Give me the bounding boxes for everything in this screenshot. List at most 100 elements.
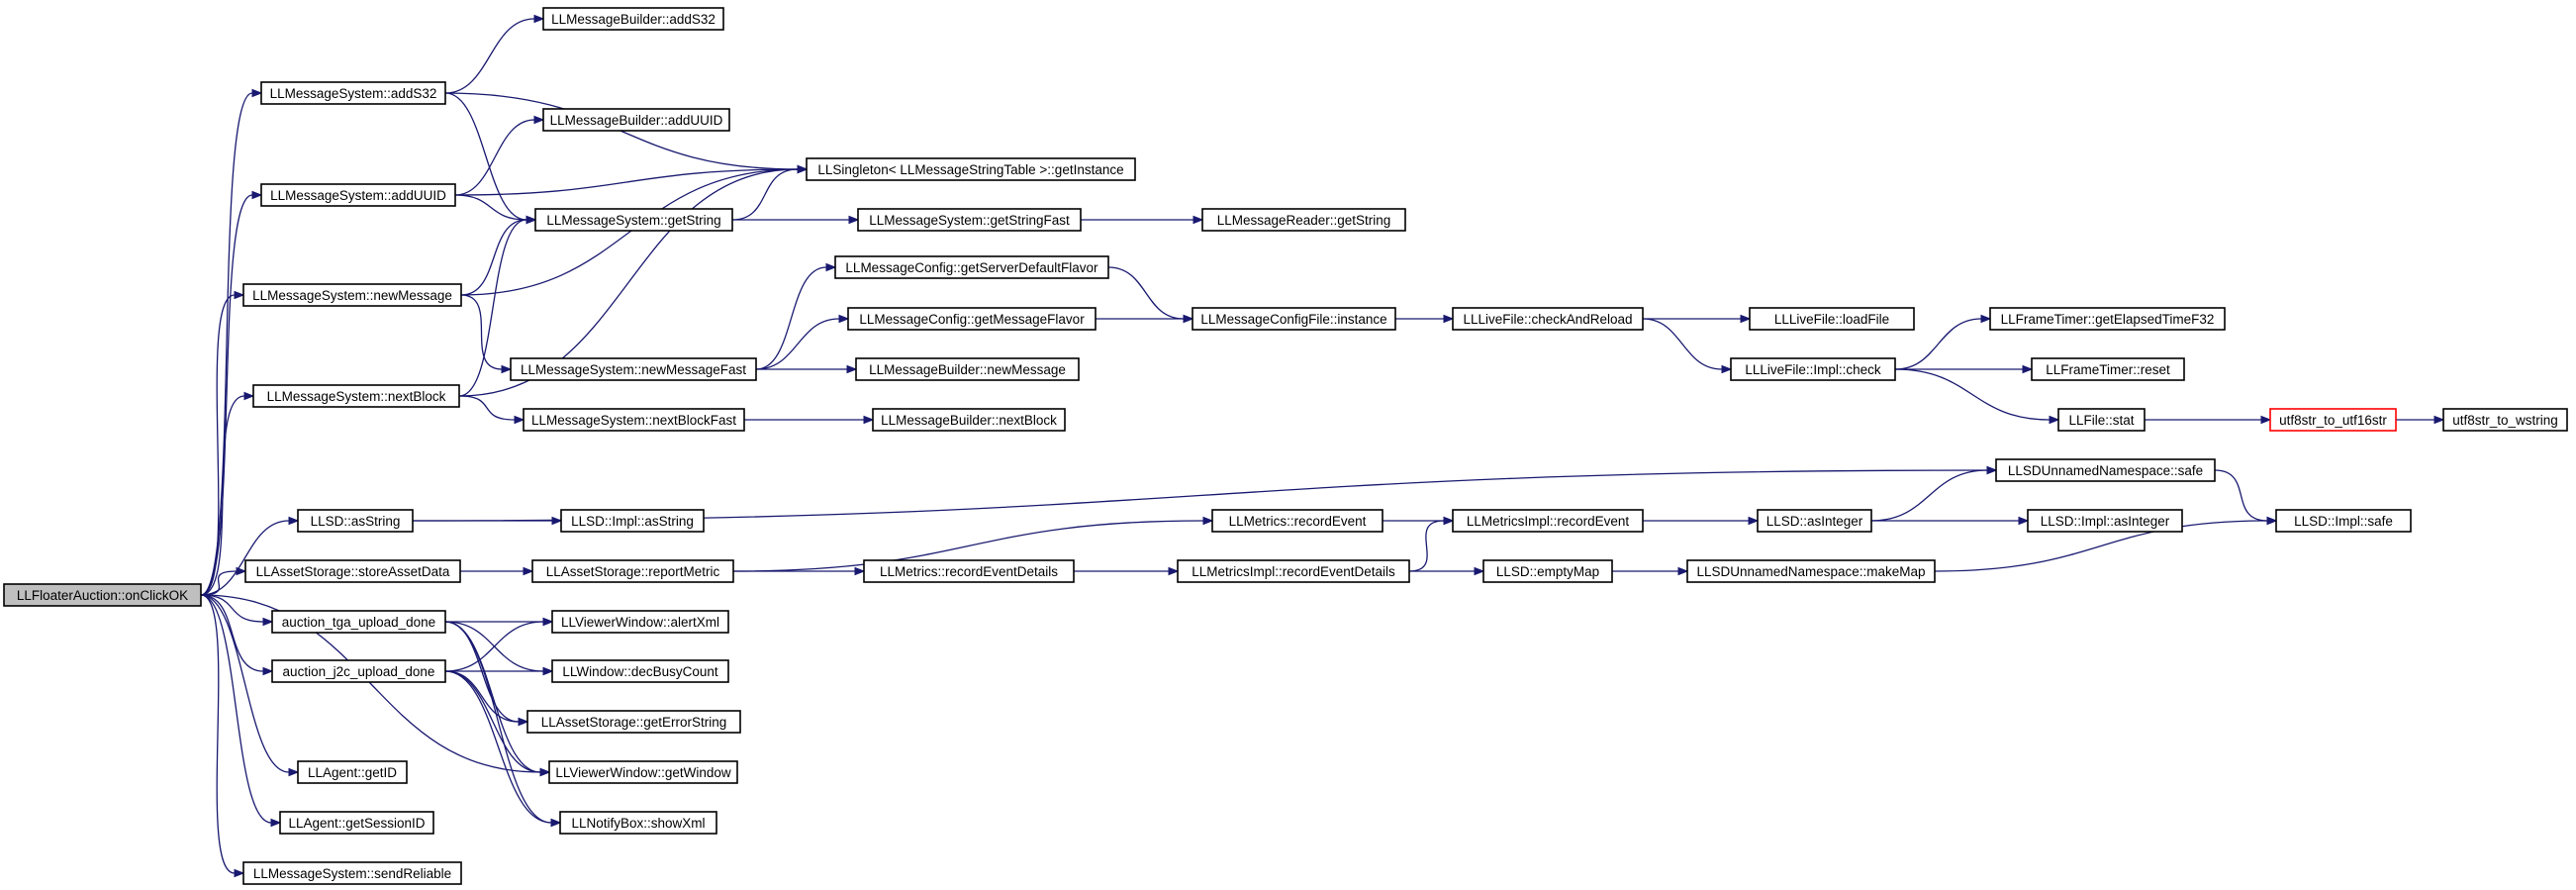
node-box [526, 710, 741, 734]
node-label: LLMessageConfig::getServerDefaultFlavor [845, 260, 1098, 275]
node-mcf-instance[interactable]: LLMessageConfigFile::instance [1192, 307, 1396, 331]
node-box [1177, 559, 1410, 583]
node-llsd-makeMap[interactable]: LLSDUnnamedNamespace::makeMap [1686, 559, 1936, 583]
arrowhead-icon [1986, 465, 1998, 475]
node-ms-nextBlockFast[interactable]: LLMessageSystem::nextBlockFast [523, 408, 745, 432]
node-nb-showXml[interactable]: LLNotifyBox::showXml [559, 811, 717, 835]
node-label: LLSingleton< LLMessageStringTable >::get… [817, 162, 1123, 177]
call-edge-ms_newMessage-to-ms_newMessageFast [460, 294, 513, 374]
node-llsd-asString[interactable]: LLSD::asString [297, 509, 414, 533]
node-label: LLMessageBuilder::newMessage [869, 362, 1066, 377]
node-singleton[interactable]: LLSingleton< LLMessageStringTable >::get… [806, 157, 1136, 181]
call-edge-ms_getString-to-singleton [731, 164, 809, 221]
node-ms-getString[interactable]: LLMessageSystem::getString [534, 208, 733, 232]
node-llsd-safe-ns[interactable]: LLSDUnnamedNamespace::safe [1995, 458, 2216, 482]
node-ms-sendReliable[interactable]: LLMessageSystem::sendReliable [242, 861, 462, 885]
node-ms-newMessage[interactable]: LLMessageSystem::newMessage [242, 283, 462, 307]
node-box [560, 509, 705, 533]
node-lf-loadFile[interactable]: LLLiveFile::loadFile [1749, 307, 1915, 331]
node-label: LLSD::emptyMap [1496, 564, 1599, 579]
node-ms-newMessageFast[interactable]: LLMessageSystem::newMessageFast [510, 357, 757, 381]
node-box [244, 559, 461, 583]
node-label: auction_tga_upload_done [282, 615, 435, 630]
node-utf8-16[interactable]: utf8str_to_utf16str [2269, 408, 2397, 432]
node-metrics-recordEvent[interactable]: LLMetrics::recordEvent [1211, 509, 1383, 533]
node-as-getErrorString[interactable]: LLAssetStorage::getErrorString [526, 710, 741, 734]
arrowhead-icon [1183, 314, 1194, 324]
edge-line [444, 621, 544, 672]
edge-line [458, 168, 799, 397]
edge-line [200, 294, 236, 596]
node-mc-getMessageFlavor[interactable]: LLMessageConfig::getMessageFlavor [847, 307, 1097, 331]
node-label: utf8str_to_utf16str [2279, 413, 2387, 428]
node-mi-recordEvent[interactable]: LLMetricsImpl::recordEvent [1452, 509, 1644, 533]
node-vw-alertXml[interactable]: LLViewerWindow::alertXml [551, 610, 729, 634]
call-edge-root-to-ms_addUUID [200, 190, 263, 596]
node-agent-getID[interactable]: LLAgent::getID [297, 760, 408, 784]
arrowhead-icon [2022, 364, 2034, 374]
node-llsd-asInteger[interactable]: LLSD::asInteger [1757, 509, 1872, 533]
node-mb-addS32[interactable]: LLMessageBuilder::addS32 [542, 7, 724, 31]
arrowhead-icon [514, 415, 525, 425]
node-ft-getElapsed[interactable]: LLFrameTimer::getElapsedTimeF32 [1989, 307, 2226, 331]
node-label: LLAssetStorage::storeAssetData [256, 564, 450, 579]
node-box [863, 559, 1075, 583]
arrowhead-icon [518, 717, 529, 727]
call-edge-llsd_asInteger-to-llsdi_asInteger [1871, 516, 2030, 526]
edge-line [454, 194, 527, 221]
node-llsd-emptyMap[interactable]: LLSD::emptyMap [1482, 559, 1613, 583]
arrowhead-icon [533, 115, 545, 125]
node-mb-addUUID[interactable]: LLMessageBuilder::addUUID [542, 108, 730, 132]
node-root[interactable]: LLFloaterAuction::onClickOK [3, 583, 202, 607]
node-box [271, 610, 446, 634]
node-mb-nextBlock[interactable]: LLMessageBuilder::nextBlock [872, 408, 1066, 432]
node-win-decBusy[interactable]: LLWindow::decBusyCount [551, 659, 729, 683]
node-llsdi-safe[interactable]: LLSD::Impl::safe [2275, 509, 2412, 533]
node-mr-getString[interactable]: LLMessageReader::getString [1201, 208, 1406, 232]
node-label: LLAgent::getID [308, 765, 397, 780]
node-lf-checkAndReload[interactable]: LLLiveFile::checkAndReload [1452, 307, 1644, 331]
edge-line [755, 318, 840, 370]
node-label: LLFrameTimer::getElapsedTimeF32 [2001, 312, 2215, 327]
call-edge-as_reportMetric-to-metrics_recordEvent [732, 516, 1214, 572]
node-box [1452, 509, 1644, 533]
node-mc-getServerDefaultFlavor[interactable]: LLMessageConfig::getServerDefaultFlavor [834, 255, 1109, 279]
node-metrics-recordEventDetails[interactable]: LLMetrics::recordEventDetails [863, 559, 1075, 583]
node-utf8-w[interactable]: utf8str_to_wstring [2442, 408, 2568, 432]
arrowhead-icon [262, 666, 274, 676]
node-llsdi-asString[interactable]: LLSD::Impl::asString [560, 509, 705, 533]
node-mi-recordEventDetails[interactable]: LLMetricsImpl::recordEventDetails [1177, 559, 1410, 583]
edge-line [1894, 318, 1982, 370]
node-mb-newMessage[interactable]: LLMessageBuilder::newMessage [855, 357, 1080, 381]
node-box [534, 208, 733, 232]
node-label: LLAssetStorage::getErrorString [541, 715, 727, 730]
edge-line [200, 594, 290, 773]
node-label: LLLiveFile::checkAndReload [1463, 312, 1632, 327]
node-vw-getWindow[interactable]: LLViewerWindow::getWindow [548, 760, 738, 784]
node-box [1452, 307, 1644, 331]
node-label: LLFile::stat [2068, 413, 2134, 428]
node-llsdi-asInteger[interactable]: LLSD::Impl::asInteger [2027, 509, 2183, 533]
edge-line [200, 594, 264, 623]
node-j2c-done[interactable]: auction_j2c_upload_done [271, 659, 446, 683]
node-box [1201, 208, 1406, 232]
node-lfi-check[interactable]: LLLiveFile::Impl::check [1730, 357, 1896, 381]
node-tga-done[interactable]: auction_tga_upload_done [271, 610, 446, 634]
node-label: LLMessageSystem::getString [546, 213, 720, 228]
node-label: LLMessageBuilder::addUUID [550, 113, 723, 128]
node-as-storeAssetData[interactable]: LLAssetStorage::storeAssetData [244, 559, 461, 583]
node-ms-getStringFast[interactable]: LLMessageSystem::getStringFast [857, 208, 1082, 232]
node-as-reportMetric[interactable]: LLAssetStorage::reportMetric [531, 559, 734, 583]
node-ms-addUUID[interactable]: LLMessageSystem::addUUID [260, 183, 456, 207]
node-box [2275, 509, 2412, 533]
arrowhead-icon [550, 818, 562, 828]
node-ms-nextBlock[interactable]: LLMessageSystem::nextBlock [252, 384, 460, 408]
edge-line [200, 395, 245, 596]
node-ft-reset[interactable]: LLFrameTimer::reset [2031, 357, 2185, 381]
node-box [548, 760, 738, 784]
node-agent-getSessionID[interactable]: LLAgent::getSessionID [279, 811, 434, 835]
node-ms-addS32[interactable]: LLMessageSystem::addS32 [260, 81, 446, 105]
node-file-stat[interactable]: LLFile::stat [2057, 408, 2146, 432]
arrowhead-icon [2266, 516, 2278, 526]
node-box [1730, 357, 1896, 381]
